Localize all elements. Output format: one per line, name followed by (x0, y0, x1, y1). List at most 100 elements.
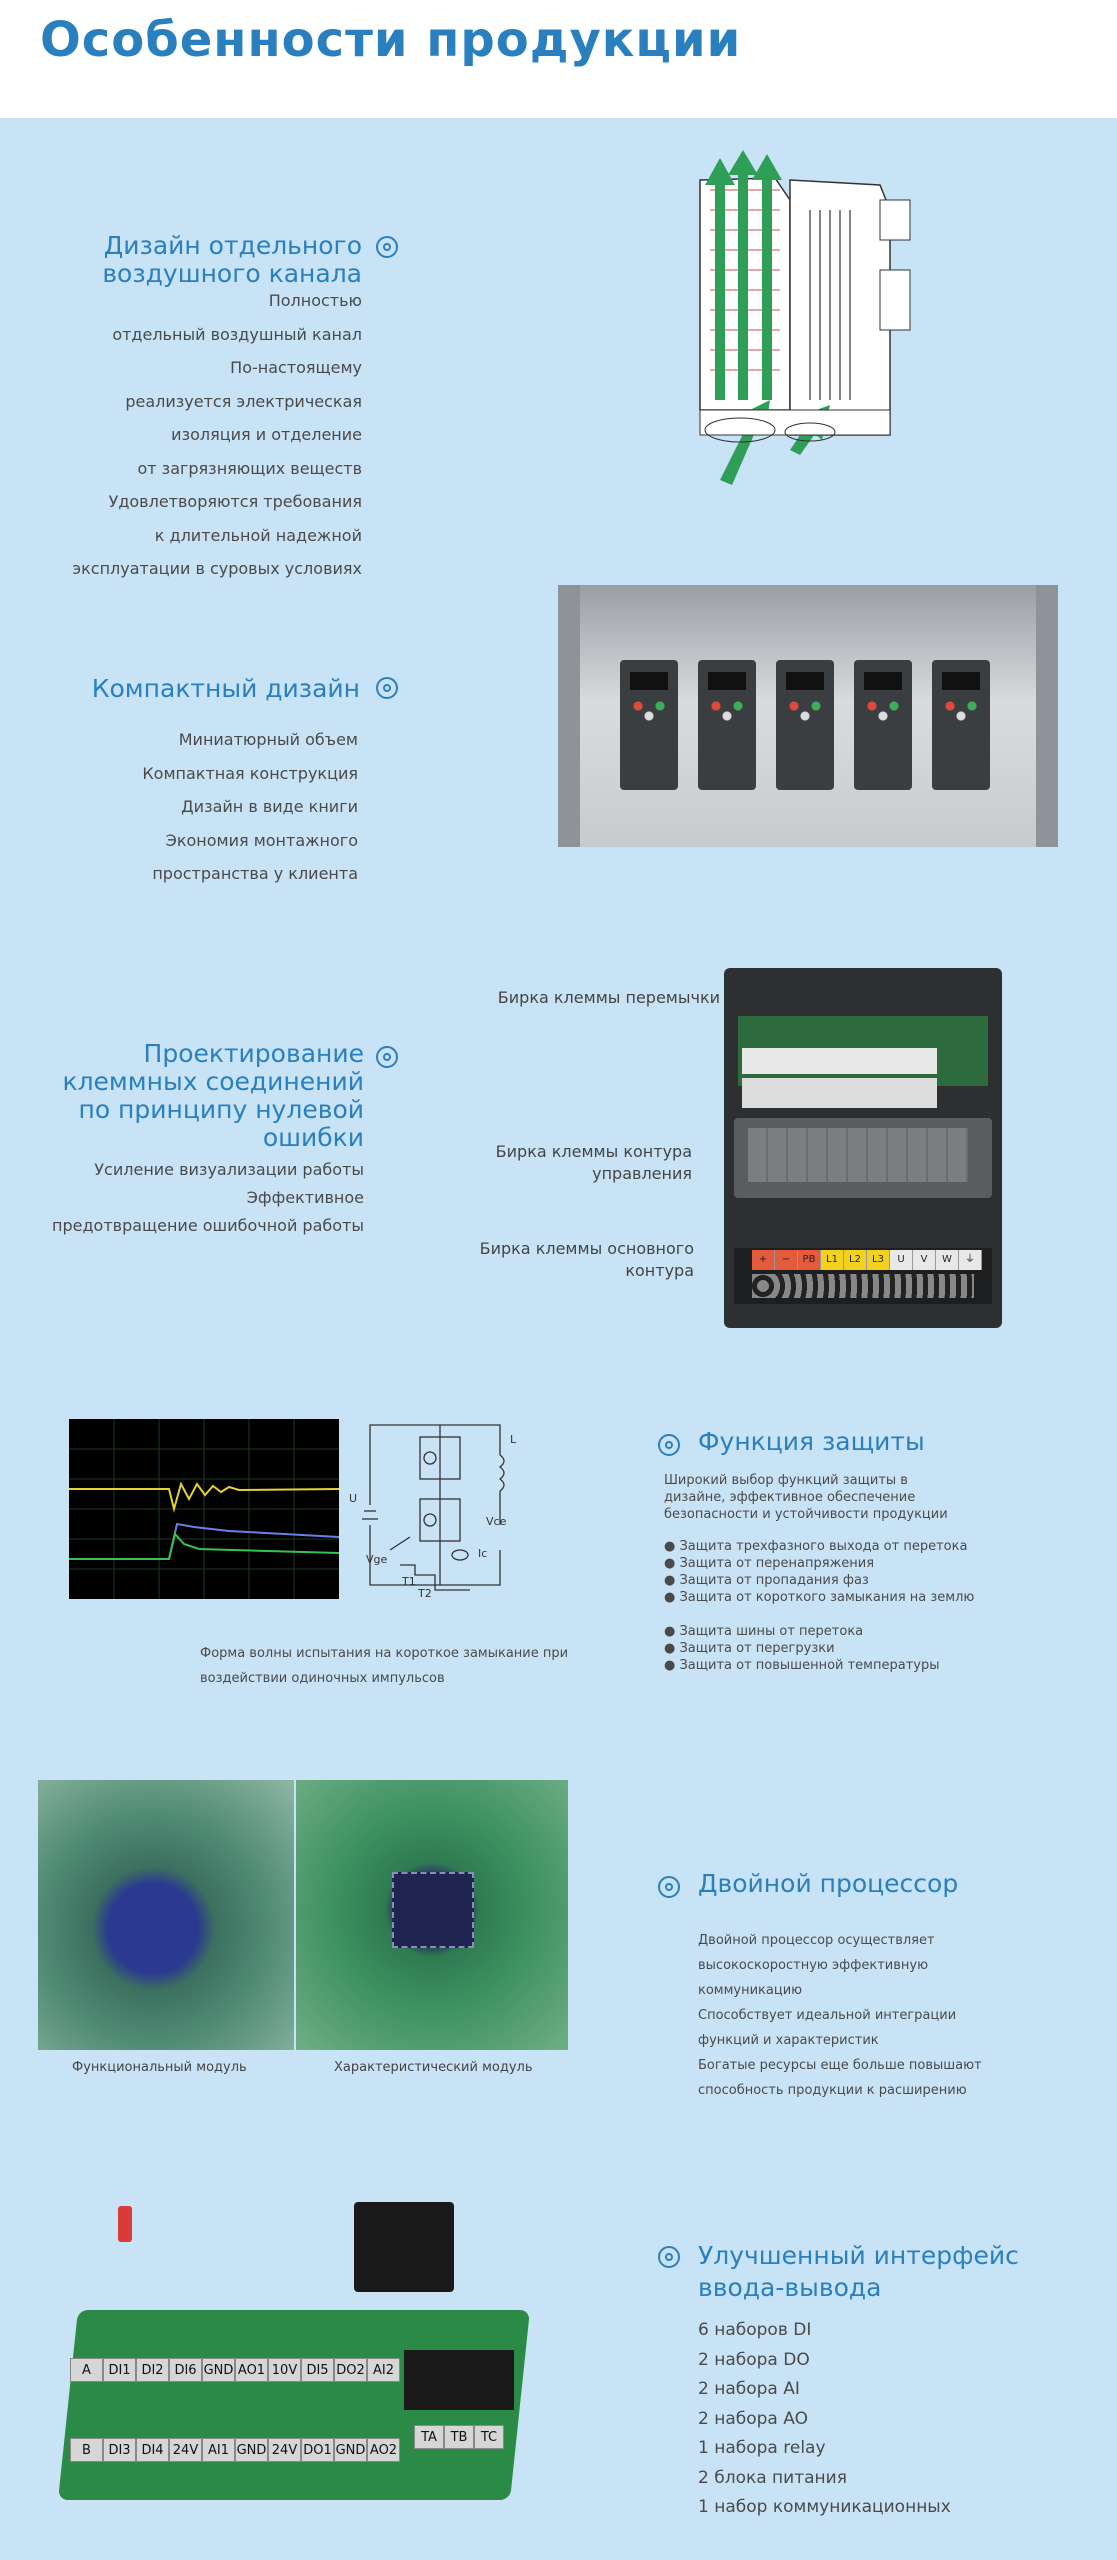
caption-function-module: Функциональный модуль (72, 2060, 247, 2075)
io-terminal-label: GND (334, 2438, 367, 2462)
label-t2: T2 (418, 1587, 432, 1600)
target-icon (658, 2246, 680, 2268)
label-t1: T1 (402, 1575, 416, 1588)
io-terminal-label: DI2 (136, 2358, 169, 2382)
main-terminal-label: L2 (844, 1250, 867, 1270)
main-circuit-label: Бирка клеммы основного контура (479, 1239, 694, 1280)
main-terminal-label: V (913, 1250, 936, 1270)
protection-item: ● Защита от пропадания фаз (664, 1573, 869, 1588)
io-terminal-label: TC (474, 2425, 504, 2449)
feature-line: Удовлетворяются требования (108, 492, 362, 511)
feature-line: 2 набора AO (698, 2408, 808, 2429)
main-terminal-label: PB (798, 1250, 821, 1270)
label-ic: Ic (478, 1547, 488, 1560)
feature-line: пространства у клиента (152, 864, 358, 883)
io-terminal-label: GND (202, 2358, 235, 2382)
feature-line: 2 набора AI (698, 2379, 800, 2399)
s5-title: Двойной процессор (698, 1869, 959, 1898)
s1-title: Дизайн отдельного воздушного канала (102, 231, 362, 288)
io-terminal-label: 24V (268, 2438, 301, 2462)
waveform-oscilloscope (69, 1419, 340, 1599)
inverter-unit (620, 660, 678, 790)
io-terminal-label: GND (235, 2438, 268, 2462)
label-u: U (349, 1492, 358, 1505)
inverter-unit (698, 660, 756, 790)
protection-item: ● Защита от короткого замыкания на землю (664, 1590, 975, 1605)
feature-line: к длительной надежной (154, 525, 362, 545)
inverter-unit (932, 660, 990, 790)
io-terminal-label: AI2 (367, 2358, 400, 2382)
target-icon (376, 1046, 398, 1068)
main-terminal-label: − (775, 1250, 798, 1270)
feature-line: Богатые ресурсы еще больше повышают (698, 2058, 982, 2073)
io-terminal-label: AO2 (367, 2438, 400, 2462)
main-terminal-label: L3 (867, 1250, 890, 1270)
feature-line: Эффективное (246, 1188, 364, 1207)
protection-item: ● Защита трехфазного выхода от перетока (664, 1539, 968, 1554)
page-title: Особенности продукции (40, 12, 742, 68)
main-terminal-label: ⏚ (959, 1250, 982, 1270)
page-header: Особенности продукции (0, 0, 1117, 118)
main-terminal-label: L1 (821, 1250, 844, 1270)
io-terminal-label: TA (414, 2425, 444, 2449)
feature-line: 1 набора relay (698, 2438, 826, 2458)
feature-line: По-настоящему (230, 358, 362, 377)
main-terminal-label: + (752, 1250, 775, 1270)
s6-title: Улучшенный интерфейс ввода-вывода (698, 2241, 1019, 2302)
inverter-unit (776, 660, 834, 790)
feature-line: эксплуатации в суровых условиях (72, 559, 362, 578)
control-label: Бирка клеммы контура управления (495, 1142, 692, 1183)
io-terminal-label: DO2 (334, 2358, 367, 2382)
feature-line: способность продукции к расширению (698, 2083, 967, 2098)
io-terminal-label: DI1 (103, 2358, 136, 2382)
caption-characteristic-module: Характеристический модуль (334, 2060, 533, 2075)
io-terminal-label: DI4 (136, 2438, 169, 2462)
main-terminal-label: W (936, 1250, 959, 1270)
io-terminal-label: AI1 (202, 2438, 235, 2462)
feature-line: отдельный воздушный канал (112, 324, 362, 344)
feature-line: 2 блока питания (698, 2467, 847, 2488)
inverter-unit (854, 660, 912, 790)
feature-line: Усиление визуализации работы (94, 1160, 364, 1179)
feature-line: Компактная конструкция (142, 763, 358, 783)
s3-title: Проектирование клеммных соединений по пр… (62, 1039, 364, 1152)
feature-line: 2 набора DO (698, 2349, 810, 2370)
label-l: L (510, 1433, 517, 1446)
io-terminal-label: DI3 (103, 2438, 136, 2462)
airflow-illustration (680, 150, 950, 495)
feature-line: изоляция и отделение (171, 425, 362, 444)
feature-line: Способствует идеальной интеграции (698, 2008, 957, 2023)
target-icon (658, 1876, 680, 1898)
jumper-label: Бирка клеммы перемычки (497, 988, 720, 1007)
feature-line: коммуникацию (698, 1983, 803, 1998)
protection-item: ● Защита шины от перетока (664, 1624, 864, 1639)
target-icon (658, 1434, 680, 1456)
igbt-circuit-diagram: U L Vce Ic Vge T1 T2 (349, 1415, 516, 1600)
io-terminal-label: A (70, 2358, 103, 2382)
feature-line: предотвращение ошибочной работы (52, 1216, 364, 1235)
target-icon (376, 677, 398, 699)
protection-item: ● Защита от повышенной температуры (664, 1658, 940, 1673)
io-terminal-label: DI6 (169, 2358, 202, 2382)
protection-item: ● Защита от перенапряжения (664, 1556, 875, 1571)
feature-line: от загрязняющих веществ (137, 458, 362, 478)
label-vge: Vge (366, 1553, 388, 1566)
protection-list-1: ● Защита трехфазного выхода от перетока ●… (664, 1538, 1004, 1606)
feature-line: Миниатюрный объем (178, 730, 358, 749)
io-terminal-label: 10V (268, 2358, 301, 2382)
feature-line: высокоскоростную эффективную (698, 1958, 929, 1973)
io-terminal-label: TB (444, 2425, 474, 2449)
feature-line: реализуется электрическая (125, 391, 362, 411)
main-content (0, 118, 1117, 2560)
feature-line: Полностью (268, 291, 362, 310)
characteristic-module-photo (296, 1780, 568, 2050)
io-terminal-label: B (70, 2438, 103, 2462)
protection-list-2: ● Защита шины от перетока● Защита от пер… (664, 1623, 1004, 1674)
io-terminal-label: AO1 (235, 2358, 268, 2382)
